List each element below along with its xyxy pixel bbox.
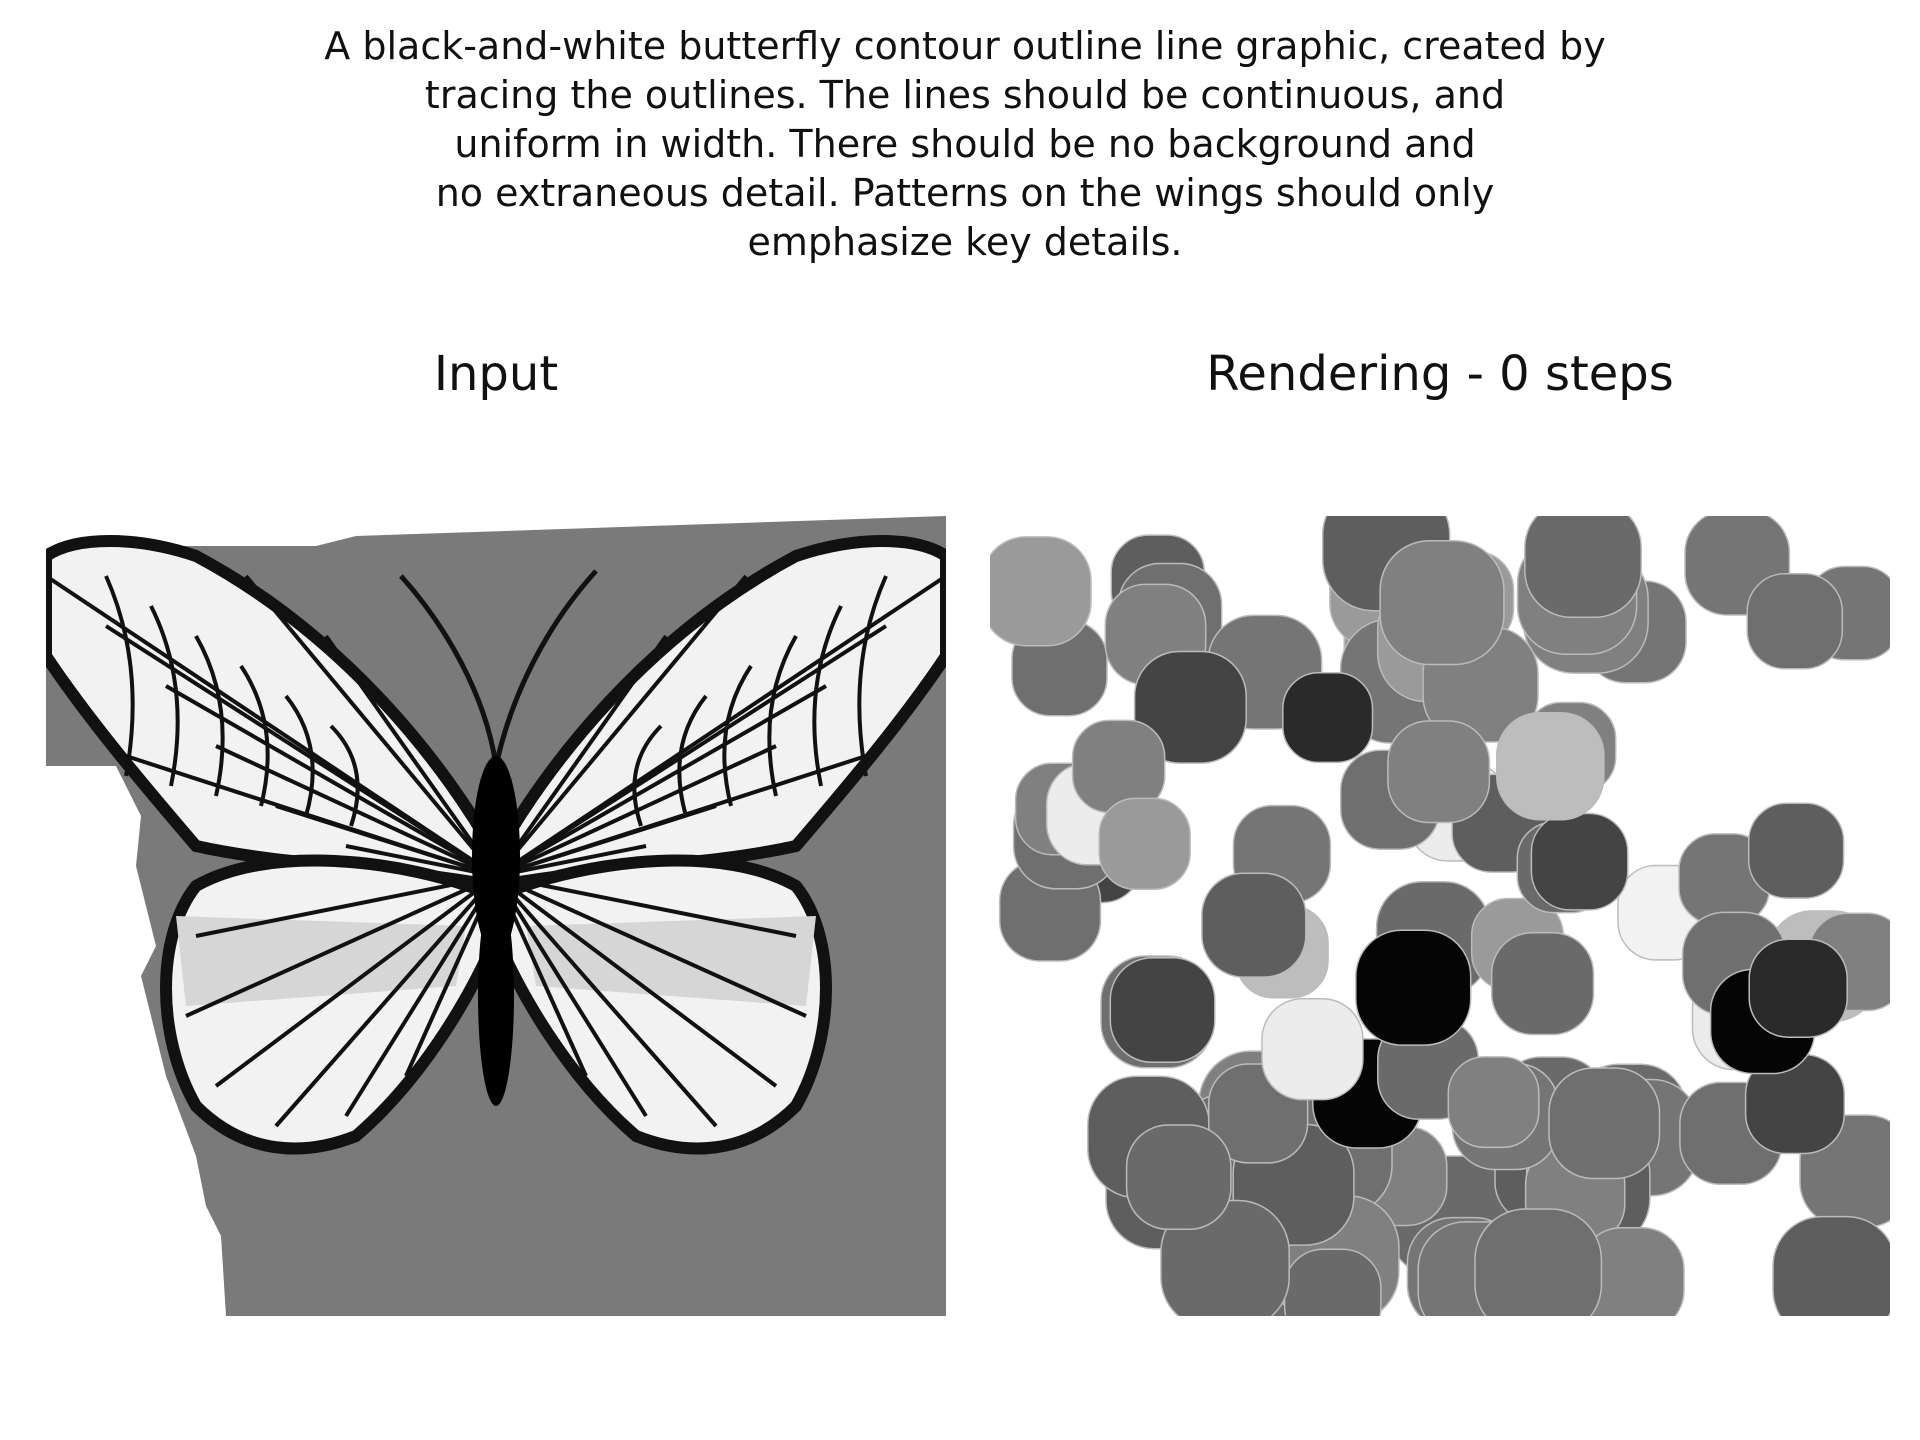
wing-cross-vein <box>104 575 135 777</box>
left-antenna <box>399 574 499 767</box>
wing-vein <box>324 634 498 878</box>
wing-vein <box>345 844 497 878</box>
rendered-blob <box>1355 929 1472 1046</box>
rendered-blob <box>1283 1248 1382 1316</box>
wing-cross-vein <box>149 605 180 787</box>
rendered-blob <box>1746 572 1844 670</box>
wing-vein <box>344 874 498 1118</box>
wing-cross-vein <box>677 694 708 817</box>
rendered-blob <box>1447 1056 1540 1149</box>
wing-vein <box>494 874 648 1118</box>
butterfly-body <box>472 756 520 956</box>
caption-line-1: A black-and-white butterfly contour outl… <box>324 24 1606 68</box>
rendered-blob <box>1125 1124 1232 1231</box>
input-panel-title: Input <box>433 346 559 402</box>
wing-vein <box>495 874 807 1018</box>
wing-vein <box>494 874 778 1088</box>
wing-vein <box>125 754 497 878</box>
caption-line-3: uniform in width. There should be no bac… <box>454 122 1476 166</box>
caption-line-2: tracing the outlines. The lines should b… <box>424 73 1506 117</box>
wing-cross-vein <box>194 635 225 797</box>
wing-vein <box>494 634 668 878</box>
butterfly-abdomen <box>478 886 514 1106</box>
caption-line-4: no extraneous detail. Patterns on the wi… <box>435 171 1495 215</box>
wing-vein <box>495 874 797 938</box>
wing-cross-vein <box>239 664 270 807</box>
rendered-blob <box>1474 1208 1603 1316</box>
wing-vein <box>214 874 498 1088</box>
rendered-blob <box>1496 711 1605 821</box>
rendering-image-panel <box>990 516 1890 1316</box>
left-hindwing-band <box>176 916 466 1006</box>
wing-cross-vein <box>284 694 315 817</box>
rendered-blob <box>1201 872 1307 978</box>
rendered-blob <box>1524 516 1642 619</box>
rendered-blob <box>1490 931 1595 1036</box>
wing-cross-vein <box>722 664 753 807</box>
wing-cross-vein <box>767 635 798 797</box>
rendered-blob <box>1109 957 1216 1064</box>
rendered-blob <box>1772 1215 1890 1316</box>
wing-vein <box>195 874 497 938</box>
caption-line-5: emphasize key details. <box>747 220 1183 264</box>
rendered-blobs <box>990 516 1890 1316</box>
wing-vein <box>495 844 647 878</box>
rendering-panel-title: Rendering - 0 steps <box>1206 346 1674 402</box>
right-hindwing-band <box>526 916 816 1006</box>
rendering-output-image <box>990 516 1890 1316</box>
rendered-blob <box>1747 802 1845 899</box>
rendered-blob <box>990 536 1092 647</box>
wing-cross-vein <box>857 575 888 777</box>
rendered-blob <box>1098 797 1191 891</box>
rendered-blob <box>1282 671 1374 764</box>
input-image-panel <box>46 516 946 1316</box>
butterfly-input-image <box>46 516 946 1316</box>
rendered-blob <box>1261 997 1364 1101</box>
wing-cross-vein <box>632 724 663 827</box>
wing-vein <box>244 574 498 878</box>
rendered-blob <box>1748 938 1848 1038</box>
wing-cross-vein <box>812 605 843 787</box>
right-antenna <box>493 569 598 767</box>
rendered-blob <box>1387 720 1491 824</box>
prompt-caption: A black-and-white butterfly contour outl… <box>200 22 1730 267</box>
wing-vein <box>274 874 498 1128</box>
rendered-blob <box>1548 1067 1661 1180</box>
rendered-blob <box>1379 539 1505 666</box>
wing-veins <box>46 574 946 1128</box>
wing-vein <box>185 874 497 1018</box>
wing-vein <box>494 874 718 1128</box>
rendered-blob <box>1530 812 1629 911</box>
wing-vein <box>495 754 867 878</box>
wing-vein <box>494 574 748 878</box>
rendered-blob <box>1133 650 1247 764</box>
wing-cross-vein <box>329 724 360 827</box>
